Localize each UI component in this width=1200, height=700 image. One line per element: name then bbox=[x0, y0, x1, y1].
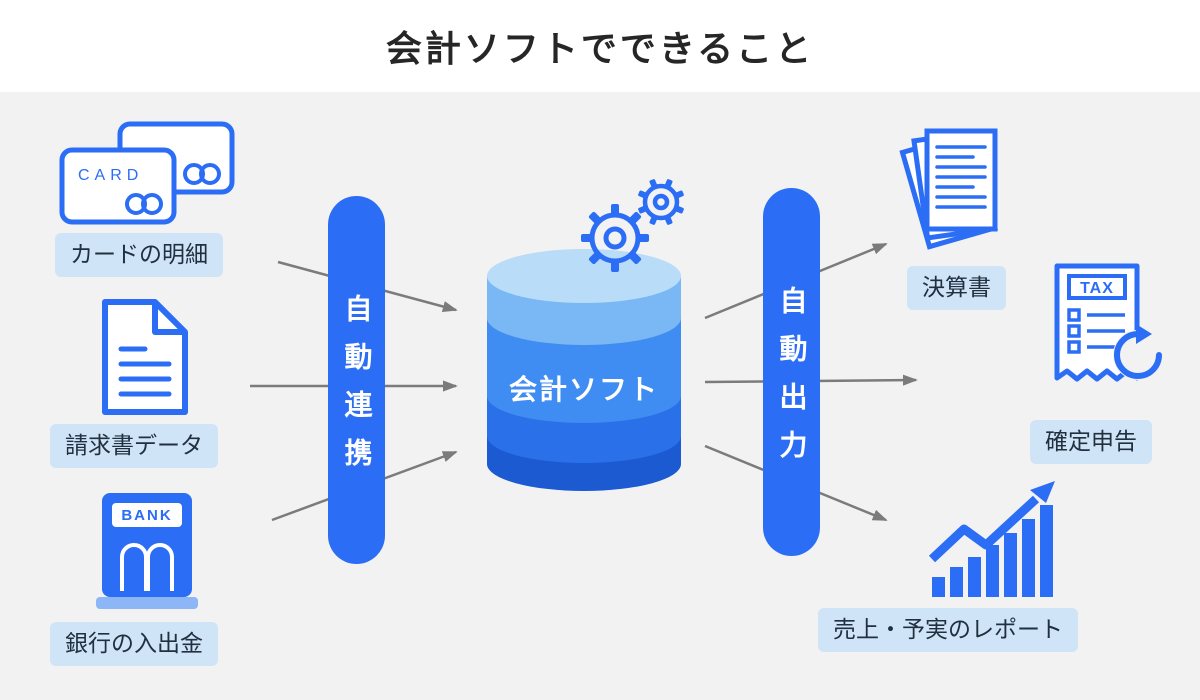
gears-icon bbox=[581, 179, 684, 272]
financial-statements-icon bbox=[899, 128, 998, 250]
auto-link-pill: 自動連携 bbox=[328, 196, 385, 564]
tax-return-icon: TAX bbox=[1054, 263, 1163, 382]
input-label-bank: 銀行の入出金 bbox=[50, 622, 218, 666]
input-label-card: カードの明細 bbox=[55, 233, 223, 277]
sales-report-chart-icon bbox=[928, 481, 1055, 597]
auto-output-pill-label: 自動出力 bbox=[776, 286, 808, 478]
auto-output-pill: 自動出力 bbox=[763, 188, 820, 556]
output-label-report: 売上・予実のレポート bbox=[818, 608, 1078, 652]
page-title: 会計ソフトでできること bbox=[385, 28, 815, 69]
invoice-document-icon bbox=[102, 299, 188, 415]
tax-icon-text: TAX bbox=[1080, 280, 1114, 297]
bank-building-icon: BANK bbox=[96, 493, 198, 609]
credit-card-icon: CARD bbox=[59, 121, 235, 225]
auto-link-pill-label: 自動連携 bbox=[341, 294, 373, 486]
input-label-invoice: 請求書データ bbox=[50, 424, 218, 468]
accounting-software-label: 会計ソフト bbox=[508, 374, 659, 405]
accounting-software-database-icon bbox=[487, 249, 681, 491]
bank-icon-text: BANK bbox=[121, 507, 172, 524]
output-label-tax: 確定申告 bbox=[1030, 420, 1152, 464]
output-label-statements: 決算書 bbox=[907, 266, 1006, 310]
header-band: 会計ソフトでできること bbox=[0, 0, 1200, 92]
card-icon-text: CARD bbox=[78, 167, 143, 184]
